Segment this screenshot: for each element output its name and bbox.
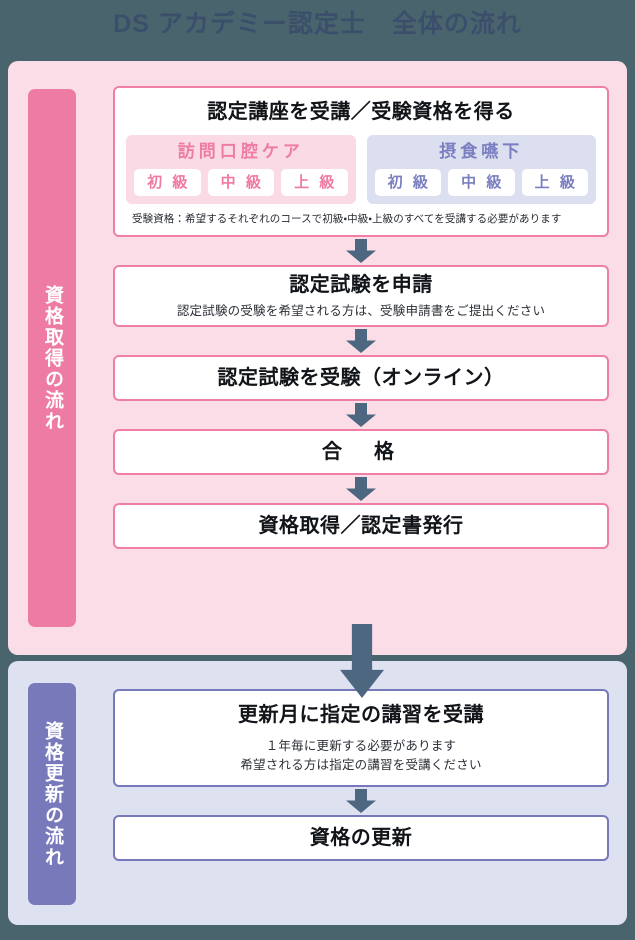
step-title-renewal-training: 更新月に指定の講習を受講 — [238, 703, 484, 726]
level-pill-intermediate-dysphagia[interactable]: 中 級 — [448, 169, 515, 196]
down-arrow-icon — [346, 789, 376, 813]
section-qualification-renewal: 資格更新の流れ 更新月に指定の講習を受講 １年毎に更新する必要があります 希望さ… — [8, 661, 627, 925]
step-box-renew-qualification: 資格の更新 — [113, 815, 609, 861]
step-title-pass: 合 格 — [322, 441, 400, 463]
course-name-dysphagia: 摂食嚥下 — [439, 142, 524, 161]
step-box-apply-exam: 認定試験を申請 認定試験の受験を希望される方は、受験申請書をご提出ください — [113, 265, 609, 327]
eligibility-note: 受験資格：希望するそれぞれのコースで初級・中級・上級のすべてを受講する必要があり… — [132, 213, 562, 225]
course-card-dysphagia[interactable]: 摂食嚥下 初 級 中 級 上 級 — [366, 135, 596, 204]
step-box-take-courses: 認定講座を受講／受験資格を得る 訪問口腔ケア 初 級 中 級 上 級 摂食嚥下 — [113, 86, 609, 237]
step-sub-renewal-line1: １年毎に更新する必要があります — [265, 738, 457, 753]
page-title: DS アカデミー認定士 全体の流れ — [113, 10, 522, 38]
step-box-take-exam: 認定試験を受験（オンライン） — [113, 355, 609, 401]
level-pill-intermediate-oral[interactable]: 中 級 — [207, 169, 274, 196]
step-box-certificate-issued: 資格取得／認定書発行 — [113, 503, 609, 549]
step-sub-apply-exam: 認定試験の受験を希望される方は、受験申請書をご提出ください — [176, 303, 546, 318]
renewal-flow-column: 更新月に指定の講習を受講 １年毎に更新する必要があります 希望される方は指定の講… — [113, 689, 609, 861]
level-pill-beginner-dysphagia[interactable]: 初 級 — [374, 169, 441, 196]
sidebar-label-acquisition: 資格取得の流れ — [28, 89, 76, 627]
step-box-pass: 合 格 — [113, 429, 609, 475]
level-pill-advanced-oral[interactable]: 上 級 — [281, 169, 348, 196]
level-pill-advanced-dysphagia[interactable]: 上 級 — [521, 169, 588, 196]
down-arrow-icon — [346, 477, 376, 501]
connector-arrow-4 — [113, 475, 609, 503]
connector-arrow-2 — [113, 327, 609, 355]
step-title-take-exam: 認定試験を受験（オンライン） — [217, 367, 505, 389]
section-qualification-acquisition: 資格取得の流れ 認定講座を受講／受験資格を得る 訪問口腔ケア 初 級 中 級 上… — [8, 61, 627, 655]
acquisition-flow-column: 認定講座を受講／受験資格を得る 訪問口腔ケア 初 級 中 級 上 級 摂食嚥下 — [113, 86, 609, 549]
down-arrow-icon — [346, 403, 376, 427]
step-title-renew-qualification: 資格の更新 — [309, 827, 413, 849]
course-card-row: 訪問口腔ケア 初 級 中 級 上 級 摂食嚥下 初 級 中 級 — [126, 135, 596, 204]
connector-arrow-1 — [113, 237, 609, 265]
sidebar-label-renewal: 資格更新の流れ — [28, 683, 76, 905]
step-sub-renewal-line2: 希望される方は指定の講習を受講ください — [240, 757, 482, 772]
step-title-apply-exam: 認定試験を申請 — [289, 273, 433, 296]
connector-arrow-5 — [113, 787, 609, 815]
step-title-certificate-issued: 資格取得／認定書発行 — [258, 515, 464, 537]
level-pill-row-home-oral-care: 初 級 中 級 上 級 — [134, 169, 348, 196]
course-name-home-oral-care: 訪問口腔ケア — [177, 142, 304, 161]
step-title-take-courses: 認定講座を受講／受験資格を得る — [207, 101, 515, 123]
level-pill-row-dysphagia: 初 級 中 級 上 級 — [374, 169, 588, 196]
connector-arrow-3 — [113, 401, 609, 429]
level-pill-beginner-oral[interactable]: 初 級 — [134, 169, 201, 196]
down-arrow-icon — [346, 239, 376, 263]
course-card-home-oral-care[interactable]: 訪問口腔ケア 初 級 中 級 上 級 — [126, 135, 356, 204]
step-box-renewal-training: 更新月に指定の講習を受講 １年毎に更新する必要があります 希望される方は指定の講… — [113, 689, 609, 787]
down-arrow-icon — [346, 329, 376, 353]
